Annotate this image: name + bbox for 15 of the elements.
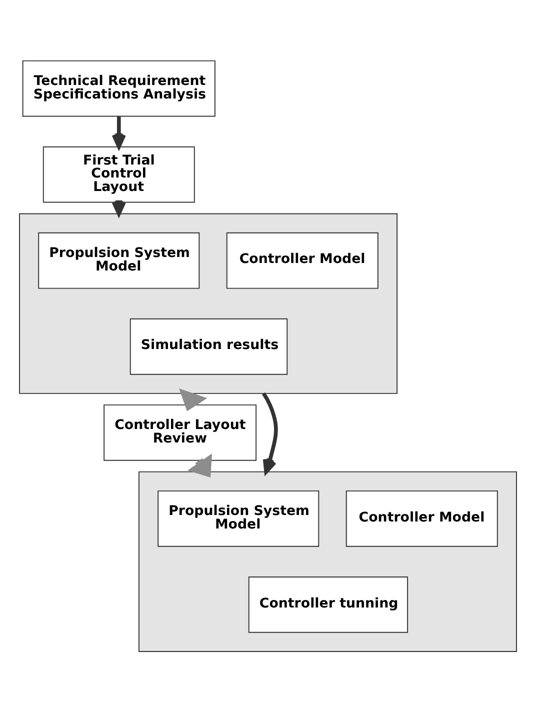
arrow — [112, 116, 126, 148]
node-box: Propulsion System Model — [158, 490, 320, 547]
arrow — [188, 454, 212, 478]
arrow — [112, 200, 126, 216]
arrow — [262, 392, 278, 474]
node-box: Controller Model — [346, 490, 498, 547]
node-box: Propulsion System Model — [38, 232, 200, 289]
node-box: Controller Layout Review — [104, 404, 257, 461]
cluster — [19, 213, 398, 394]
node-box: Simulation results — [130, 318, 288, 375]
node-box: Controller tunning — [248, 576, 408, 633]
node-box: Technical Requirement Specifications Analysis — [22, 60, 216, 117]
cluster — [138, 471, 517, 652]
arrow — [179, 388, 208, 412]
node-box: Controller Model — [226, 232, 378, 289]
